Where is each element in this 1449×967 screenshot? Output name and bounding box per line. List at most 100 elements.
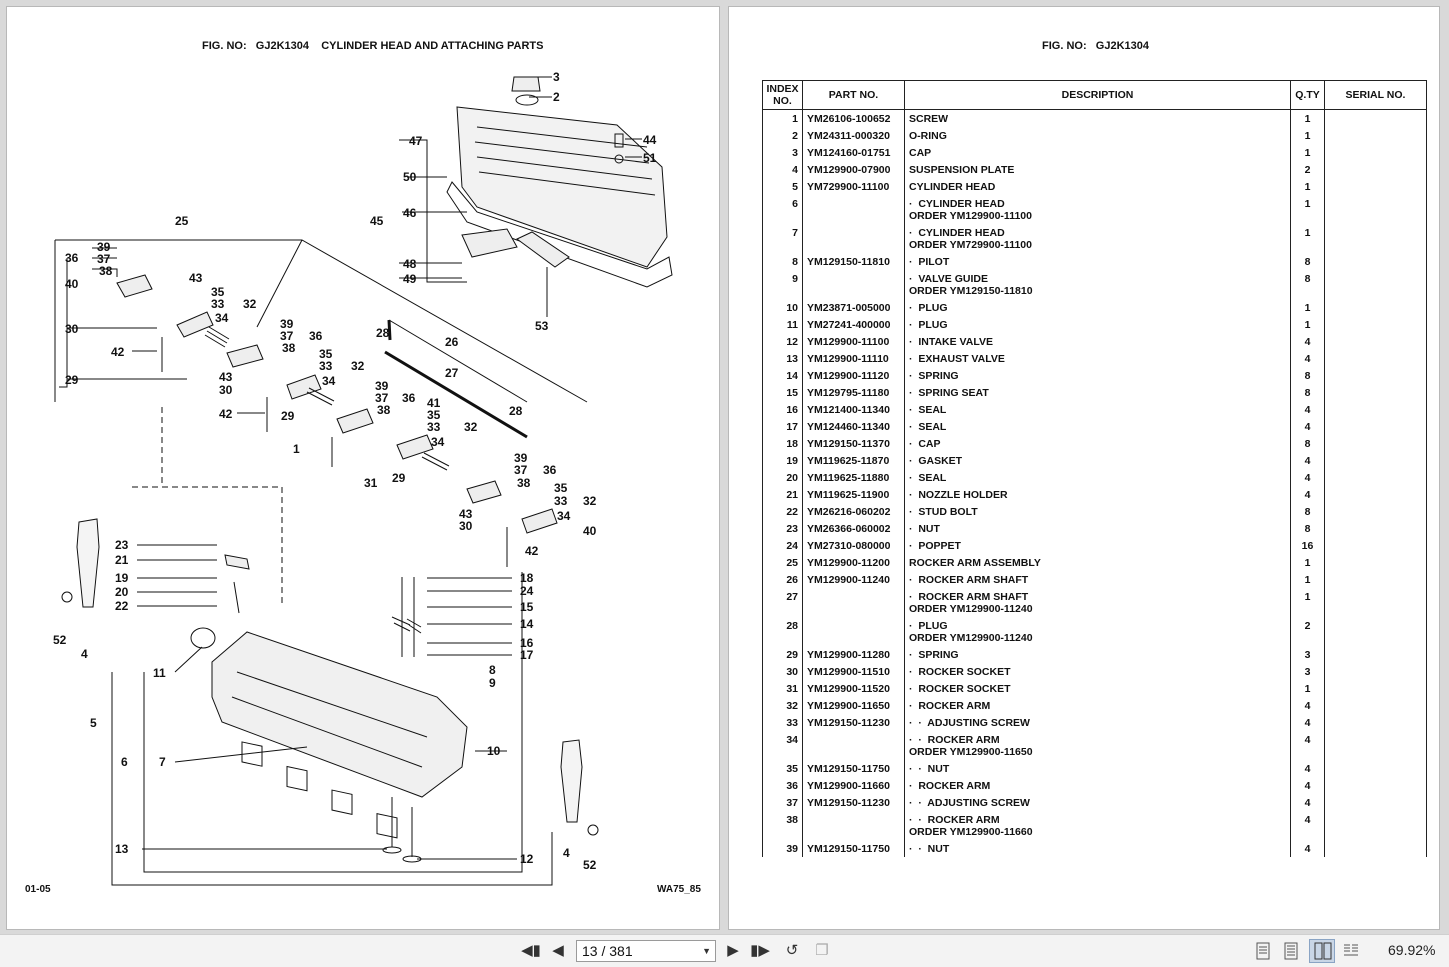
cell-index: 14 — [762, 367, 803, 384]
cell-index: 33 — [762, 714, 803, 731]
callout-39: 39 — [514, 451, 528, 465]
cell-index: 17 — [762, 418, 803, 435]
header-serial-no: SERIAL NO. — [1324, 80, 1427, 110]
cell-part-no: YM129900-11650 — [802, 697, 905, 714]
cell-index: 7 — [762, 224, 803, 253]
cell-description: · GASKET — [904, 452, 1291, 469]
cell-qty: 3 — [1290, 663, 1325, 680]
callout-46: 46 — [403, 206, 417, 220]
callout-4: 4 — [81, 647, 88, 661]
cell-index: 27 — [762, 588, 803, 617]
two-page-view-icon — [1314, 942, 1332, 960]
cell-description: · SPRING — [904, 367, 1291, 384]
cell-description: · SPRING — [904, 646, 1291, 663]
cell-description: · ROCKER SOCKET — [904, 680, 1291, 697]
continuous-view-icon[interactable] — [1283, 942, 1299, 960]
callout-36: 36 — [309, 329, 323, 343]
cell-qty: 8 — [1290, 520, 1325, 537]
callout-1: 1 — [293, 442, 300, 456]
description-text: · ROCKER ARM — [909, 780, 991, 792]
first-page-icon[interactable]: ◀▮ — [521, 942, 541, 959]
cell-part-no — [802, 270, 905, 299]
callout-11: 11 — [153, 666, 166, 680]
cell-qty: 4 — [1290, 714, 1325, 731]
callout-42: 42 — [219, 407, 233, 421]
cell-description: · ROCKER ARM — [904, 777, 1291, 794]
description-text: · INTAKE VALVE — [909, 336, 993, 348]
cell-qty: 1 — [1290, 588, 1325, 617]
cell-description: SUSPENSION PLATE — [904, 161, 1291, 178]
callout-48: 48 — [403, 257, 417, 271]
description-text: · NOZZLE HOLDER — [909, 489, 1008, 501]
cell-serial-no — [1324, 316, 1427, 333]
cell-description: · INTAKE VALVE — [904, 333, 1291, 350]
cell-part-no — [802, 224, 905, 253]
cell-part-no: YM26106-100652 — [802, 109, 905, 127]
description-text: · SPRING — [909, 649, 959, 661]
fit-icon[interactable]: ❐ — [815, 942, 829, 959]
cell-serial-no — [1324, 503, 1427, 520]
cell-serial-no — [1324, 840, 1427, 857]
description-text: · ROCKER ARM — [909, 700, 991, 712]
callout-3: 3 — [553, 70, 560, 84]
description-text: · ROCKER SOCKET — [909, 683, 1011, 695]
description-text: CAP — [909, 147, 932, 159]
chevron-down-icon[interactable]: ▼ — [702, 946, 711, 956]
cell-index: 22 — [762, 503, 803, 520]
zoom-level[interactable]: 69.92% — [1388, 942, 1436, 958]
cell-part-no: YM129150-11750 — [802, 840, 905, 857]
cell-description: ROCKER ARM ASSEMBLY — [904, 554, 1291, 571]
cell-qty: 16 — [1290, 537, 1325, 554]
description-text: · CYLINDER HEAD — [909, 227, 1005, 239]
page-indicator: 13 / 381 — [582, 943, 633, 959]
cell-index: 4 — [762, 161, 803, 178]
cell-part-no: YM129900-11240 — [802, 571, 905, 588]
cell-qty: 4 — [1290, 697, 1325, 714]
single-page-view-icon[interactable] — [1255, 942, 1271, 960]
description-text: · GASKET — [909, 455, 963, 467]
cell-serial-no — [1324, 109, 1427, 127]
callout-42: 42 — [111, 345, 125, 359]
cell-serial-no — [1324, 520, 1427, 537]
header-part-no: PART NO. — [802, 80, 905, 110]
description-text: · VALVE GUIDE — [909, 273, 988, 285]
two-page-view-button[interactable] — [1309, 939, 1335, 963]
cell-serial-no — [1324, 418, 1427, 435]
prev-page-icon[interactable]: ◀ — [552, 942, 564, 959]
cell-index: 10 — [762, 299, 803, 316]
cell-serial-no — [1324, 127, 1427, 144]
cell-serial-no — [1324, 401, 1427, 418]
cell-part-no: YM129150-11810 — [802, 253, 905, 270]
two-page-continuous-icon[interactable] — [1343, 942, 1359, 960]
callout-32: 32 — [583, 494, 597, 508]
cell-index: 31 — [762, 680, 803, 697]
callout-34: 34 — [557, 509, 571, 523]
next-page-icon[interactable]: ▶ — [727, 942, 739, 959]
cell-part-no: YM119625-11900 — [802, 486, 905, 503]
callout-36: 36 — [543, 463, 557, 477]
description-text: SCREW — [909, 113, 949, 125]
cell-serial-no — [1324, 731, 1427, 760]
left-page-drawing: FIG. NO: GJ2K1304 CYLINDER HEAD AND ATTA… — [6, 6, 720, 930]
cell-part-no: YM119625-11880 — [802, 469, 905, 486]
rotate-icon[interactable]: ↺ — [785, 942, 799, 959]
callout-33: 33 — [319, 359, 333, 373]
cell-qty: 1 — [1290, 127, 1325, 144]
page-number-input[interactable]: 13 / 381 ▼ — [576, 940, 716, 962]
last-page-icon[interactable]: ▮▶ — [750, 942, 770, 959]
cell-description: O-RING — [904, 127, 1291, 144]
cell-index: 1 — [762, 109, 803, 127]
cell-part-no — [802, 731, 905, 760]
